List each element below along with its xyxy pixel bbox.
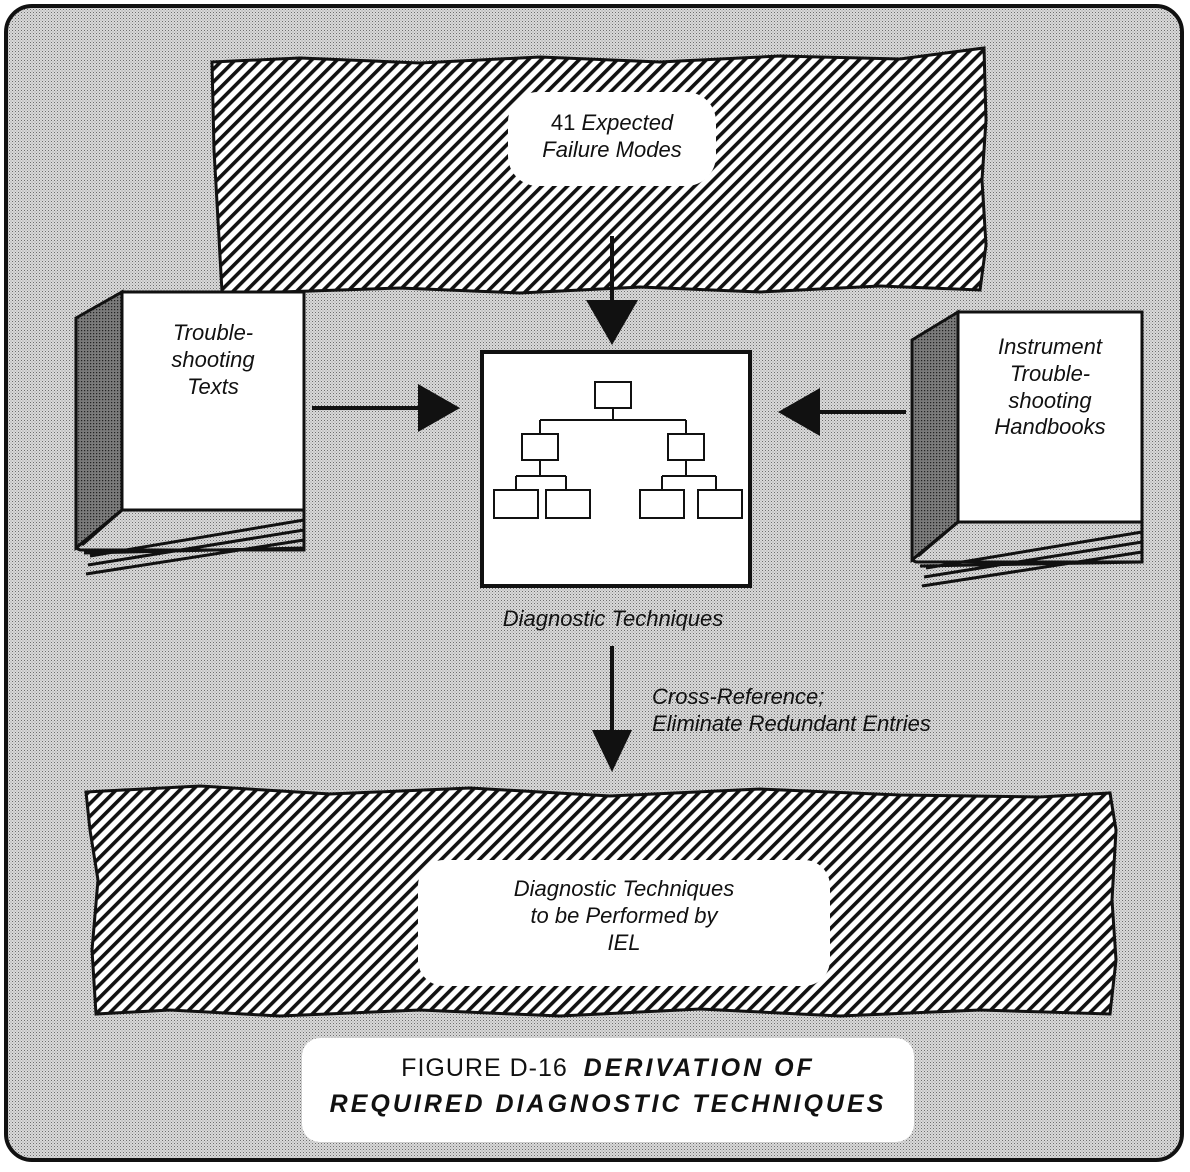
arrow-bottom-head xyxy=(592,730,632,772)
left-book-line3: Texts xyxy=(187,373,239,399)
arrow-label-line1: Cross-Reference; xyxy=(652,684,825,709)
left-book-line1: Trouble- xyxy=(172,320,254,345)
arrow-label-line2: Eliminate Redundant Entries xyxy=(652,710,931,736)
caption-box xyxy=(302,1038,914,1142)
right-book-line4: Handbooks xyxy=(994,414,1106,440)
left-book xyxy=(74,289,306,576)
figure-caption: FIGURE D-16 DERIVATION OF REQUIRED DIAGN… xyxy=(302,1050,914,1123)
right-book-line1: Instrument xyxy=(998,334,1102,359)
right-book-line3: shooting xyxy=(1008,387,1092,413)
arrow-left-head xyxy=(418,384,460,432)
right-book xyxy=(910,309,1144,588)
right-book-label: Instrument Trouble- shooting Handbooks xyxy=(958,334,1142,441)
left-book-line2: shooting xyxy=(171,346,255,372)
caption-title-line2: REQUIRED DIAGNOSTIC TECHNIQUES xyxy=(329,1090,887,1119)
top-label-box xyxy=(508,92,716,186)
right-book-line2: Trouble- xyxy=(1009,360,1091,386)
top-box-line2: Failure Modes xyxy=(542,136,682,162)
bottom-label-box xyxy=(418,860,830,986)
center-label: Diagnostic Techniques xyxy=(502,606,724,631)
failure-mode-count: 41 xyxy=(550,110,576,135)
left-book-label: Trouble- shooting Texts xyxy=(122,320,304,400)
arrow-right-head xyxy=(778,388,820,436)
arrow-label: Cross-Reference; Eliminate Redundant Ent… xyxy=(652,684,992,738)
bottom-box-label: Diagnostic Techniques to be Performed by… xyxy=(418,876,830,956)
bottom-box-line3: IEL xyxy=(607,929,641,955)
caption-title-line1: DERIVATION OF xyxy=(583,1054,815,1082)
bottom-box-line1: Diagnostic Techniques xyxy=(513,876,735,901)
top-box-line1: Expected xyxy=(581,110,674,135)
figure-label: FIGURE D-16 xyxy=(401,1054,568,1082)
top-box-label: 41 Expected Failure Modes xyxy=(508,110,716,164)
tree-diagram-icon xyxy=(493,381,743,519)
arrow-top-head xyxy=(586,300,638,345)
bottom-box-line2: to be Performed by xyxy=(530,902,718,928)
